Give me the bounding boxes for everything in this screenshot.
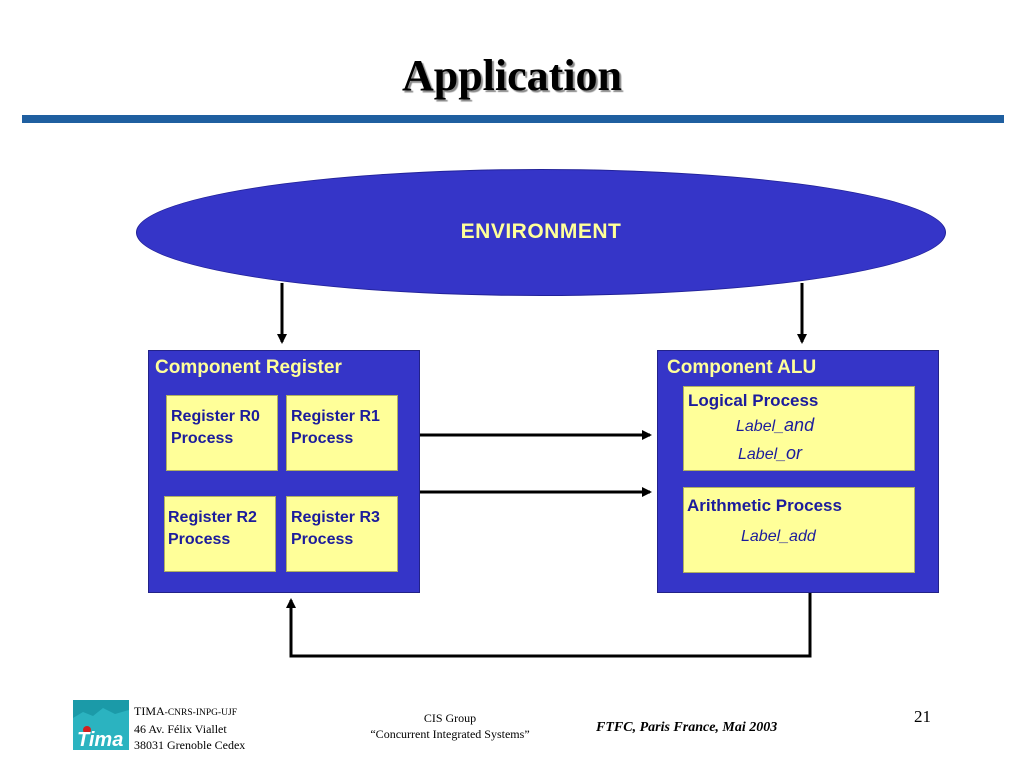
footer-city: 38031 Grenoble Cedex bbox=[134, 738, 246, 752]
register-r0-process: Register R0 Process bbox=[166, 395, 278, 471]
footer-street: 46 Av. Félix Viallet bbox=[134, 722, 227, 736]
register-r1-type: Process bbox=[291, 430, 354, 447]
page-number: 21 bbox=[914, 707, 931, 726]
arithmetic-process: Arithmetic Process Label_add bbox=[683, 487, 915, 573]
register-r1-text: Register R1 Process bbox=[291, 406, 380, 450]
footer-org: TIMA-CNRS-INPG-UJF bbox=[134, 703, 245, 721]
label-or-suffix: or bbox=[786, 443, 803, 463]
register-r2-process: Register R2 Process bbox=[164, 496, 276, 572]
label-and-suffix: and bbox=[784, 415, 815, 435]
footer-address: TIMA-CNRS-INPG-UJF 46 Av. Félix Viallet … bbox=[134, 703, 245, 753]
arithmetic-process-title: Arithmetic Process bbox=[687, 496, 842, 515]
register-r3-text: Register R3 Process bbox=[291, 507, 380, 551]
title-underline bbox=[22, 115, 1004, 123]
label-and: Label_and bbox=[736, 415, 814, 436]
register-r2-name: Register R2 bbox=[168, 509, 257, 526]
component-register-title: Component Register bbox=[155, 357, 342, 378]
component-alu-title: Component ALU bbox=[667, 357, 817, 378]
register-r3-process: Register R3 Process bbox=[286, 496, 398, 572]
logical-process: Logical Process Label_and Label_or bbox=[683, 386, 915, 471]
tima-logo-graphic: Tima bbox=[73, 708, 129, 750]
register-r3-name: Register R3 bbox=[291, 509, 380, 526]
environment-label: ENVIRONMENT bbox=[460, 220, 622, 243]
tima-logo-text: Tima bbox=[77, 729, 123, 750]
register-r3-type: Process bbox=[291, 531, 354, 548]
label-and-prefix: Label_ bbox=[736, 418, 785, 435]
alu-to-register-feedback-arrow bbox=[286, 593, 812, 658]
environment-ellipse: ENVIRONMENT bbox=[136, 169, 946, 296]
register-r2-type: Process bbox=[168, 531, 231, 548]
component-register: Component Register Register R0 Process R… bbox=[148, 350, 420, 593]
component-alu: Component ALU Logical Process Label_and … bbox=[657, 350, 939, 593]
footer-group-name: CIS Group bbox=[423, 711, 477, 725]
register-r2-text: Register R2 Process bbox=[168, 507, 257, 551]
tima-logo: Tima bbox=[73, 700, 129, 750]
footer-group-subtitle: “Concurrent Integrated Systems” bbox=[370, 727, 530, 741]
footer-org-name: TIMA bbox=[134, 704, 165, 718]
register-r0-text: Register R0 Process bbox=[171, 406, 260, 450]
register-r1-name: Register R1 bbox=[291, 408, 380, 425]
footer-group: CIS Group “Concurrent Integrated Systems… bbox=[330, 710, 570, 742]
label-or-prefix: Label_ bbox=[738, 446, 787, 463]
logical-process-title: Logical Process bbox=[688, 391, 819, 410]
register-r0-type: Process bbox=[171, 430, 234, 447]
label-or: Label_or bbox=[738, 443, 802, 464]
label-add: Label_add bbox=[741, 528, 816, 545]
register-r0-name: Register R0 bbox=[171, 408, 260, 425]
register-r1-process: Register R1 Process bbox=[286, 395, 398, 471]
slide-title: Application bbox=[401, 51, 623, 100]
footer-org-suffix: -CNRS-INPG-UJF bbox=[164, 708, 237, 718]
footer-conference: FTFC, Paris France, Mai 2003 bbox=[596, 720, 778, 735]
